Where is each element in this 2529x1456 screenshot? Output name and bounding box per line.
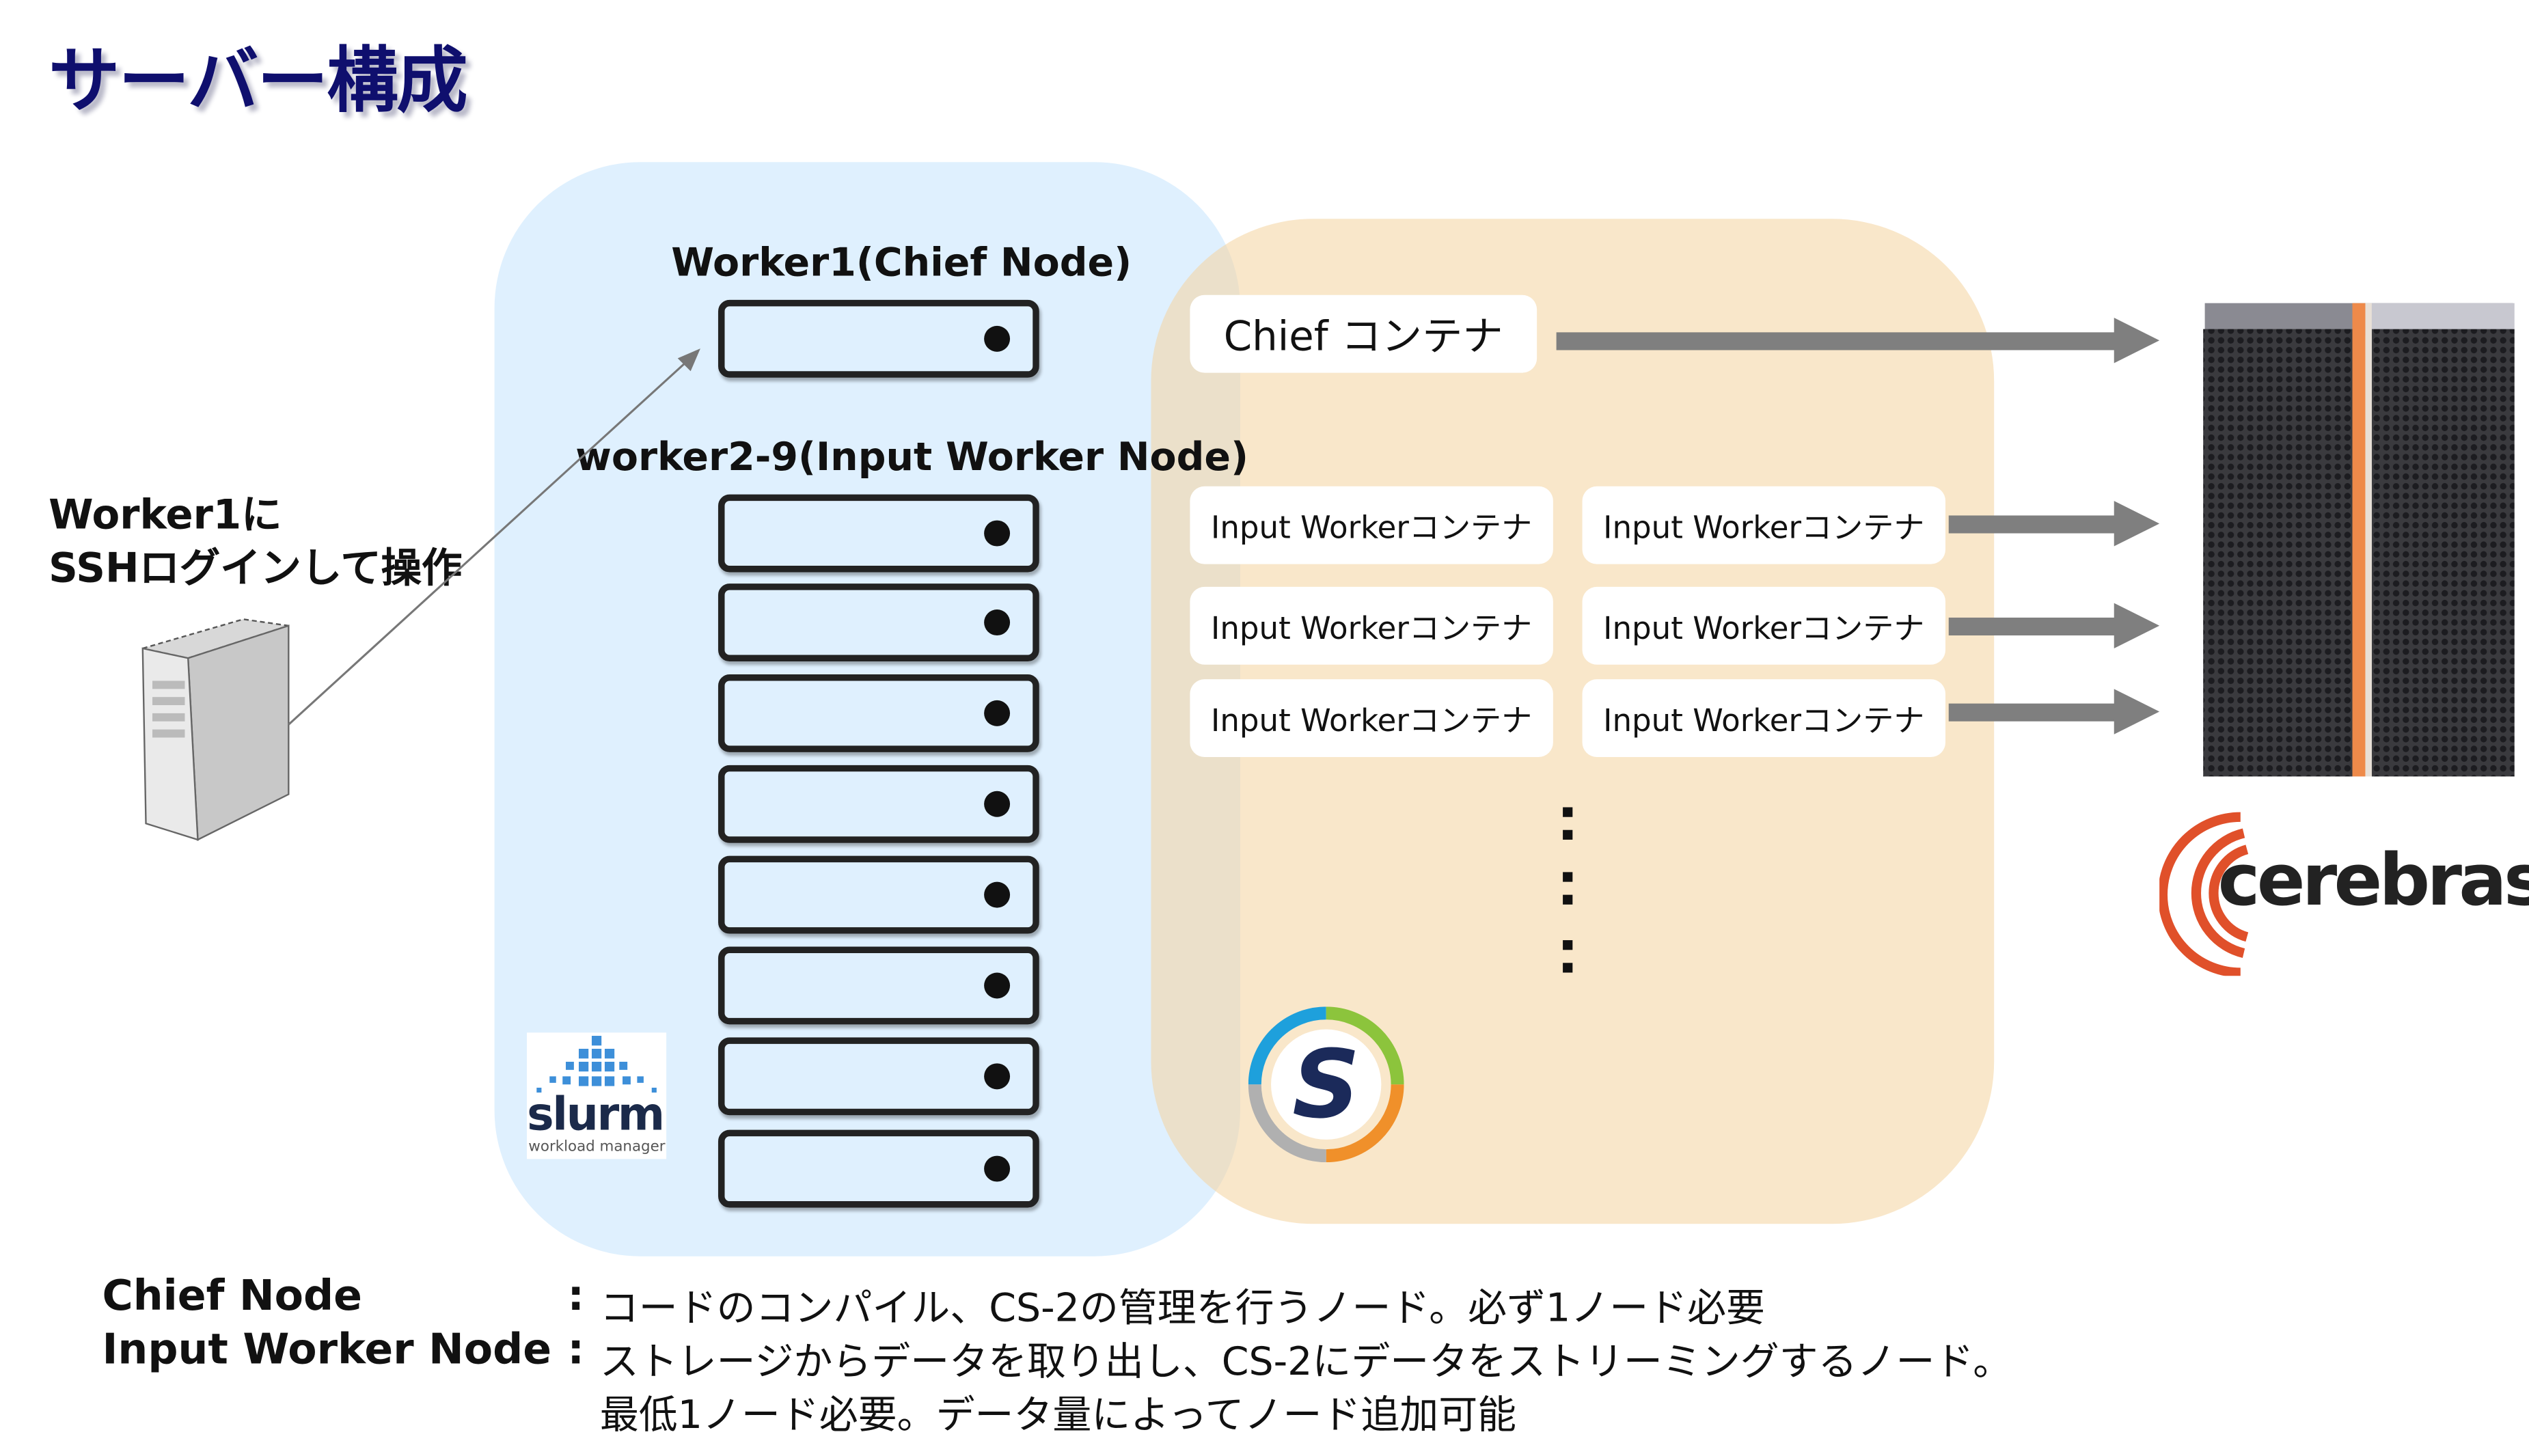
server-led — [984, 972, 1011, 999]
input-worker-container: Input Workerコンテナ — [1190, 679, 1553, 757]
input-worker-server-icon — [718, 765, 1039, 843]
input-worker-container: Input Workerコンテナ — [1582, 679, 1945, 757]
legend-separator: : — [567, 1325, 585, 1375]
input-worker-server-icon — [718, 946, 1039, 1025]
ellipsis-icon — [1563, 872, 1573, 905]
chief-node-label: Worker1(Chief Node) — [671, 240, 1132, 286]
input-worker-server-icon — [718, 1129, 1039, 1208]
worker-to-cs2-arrow — [1948, 501, 2160, 547]
chief-to-cs2-arrow — [1556, 318, 2160, 363]
server-led — [984, 520, 1011, 547]
slurm-wordmark: slurm — [527, 1087, 665, 1142]
server-led — [984, 1155, 1011, 1182]
legend-term: Chief Node — [102, 1272, 362, 1321]
singularity-logo: S — [1248, 1006, 1404, 1163]
server-led — [984, 791, 1011, 817]
page-title: サーバー構成 — [49, 40, 467, 124]
input-worker-server-icon — [718, 583, 1039, 661]
input-worker-container: Input Workerコンテナ — [1190, 486, 1553, 564]
ssh-note-line1: Worker1に — [49, 491, 282, 538]
input-worker-server-icon — [718, 674, 1039, 752]
input-worker-container: Input Workerコンテナ — [1582, 486, 1945, 564]
input-worker-server-icon — [718, 855, 1039, 934]
ssh-arrow — [288, 348, 700, 726]
slurm-logo: slurm workload manager — [527, 1032, 667, 1159]
legend-separator: : — [567, 1272, 585, 1321]
ssh-note-line2: SSHログインして操作 — [49, 545, 463, 592]
worker-to-cs2-arrow — [1948, 689, 2160, 734]
ellipsis-icon — [1563, 940, 1573, 973]
cerebras-wordmark: cerebras — [2217, 839, 2529, 922]
client-pc-icon — [141, 618, 290, 841]
server-led — [984, 1063, 1011, 1090]
chief-server-icon — [718, 299, 1039, 378]
worker-to-cs2-arrow — [1948, 603, 2160, 648]
input-worker-container: Input Workerコンテナ — [1190, 586, 1553, 665]
legend-description: コードのコンパイル、CS-2の管理を行うノード。必ず1ノード必要 — [599, 1285, 1765, 1331]
chief-container: Chief コンテナ — [1190, 294, 1537, 373]
cs2-machine-image — [2203, 303, 2515, 777]
input-worker-server-icon — [718, 1037, 1039, 1116]
cerebras-logo: cerebras — [2159, 810, 2529, 976]
slurm-subtitle: workload manager — [528, 1139, 666, 1156]
legend-description: ストレージからデータを取り出し、CS-2にデータをストリーミングするノード。 — [599, 1338, 2012, 1385]
legend-term: Input Worker Node — [102, 1325, 552, 1375]
input-worker-server-icon — [718, 494, 1039, 573]
input-worker-container: Input Workerコンテナ — [1582, 586, 1945, 665]
ellipsis-icon — [1563, 807, 1573, 840]
server-led — [984, 700, 1011, 726]
server-led — [984, 609, 1011, 636]
legend-description: 最低1ノード必要。データ量によってノード追加可能 — [599, 1392, 1517, 1438]
input-nodes-label: worker2-9(Input Worker Node) — [575, 434, 1249, 480]
svg-text:S: S — [1292, 1030, 1360, 1140]
server-led — [984, 881, 1011, 908]
